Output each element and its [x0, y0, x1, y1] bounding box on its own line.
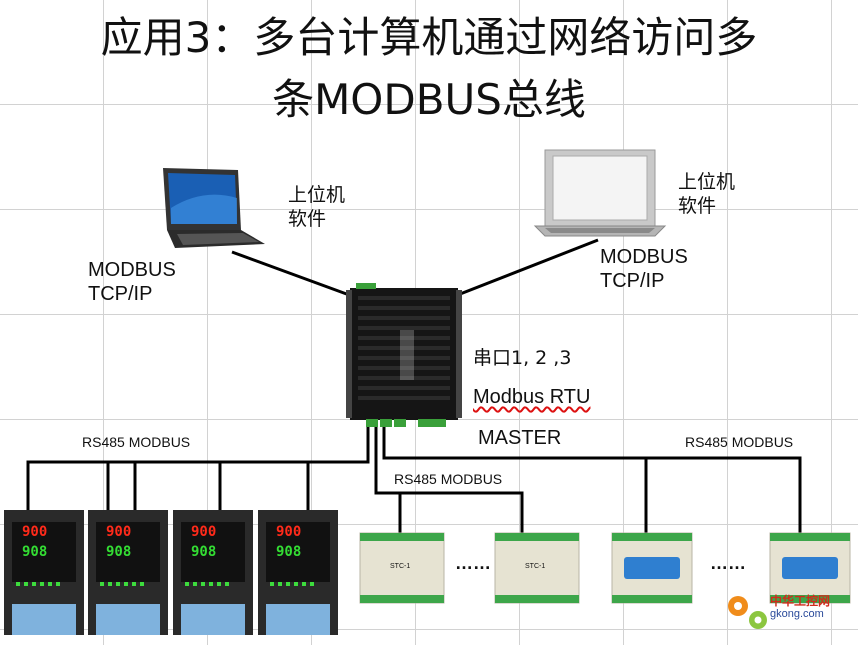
- gateway-mode-label: Modbus RTU: [473, 386, 591, 408]
- connection-lines: [26, 238, 802, 535]
- gear-icon: [728, 596, 748, 616]
- gateway-ports-label: 串口1, 2 ,3: [473, 347, 572, 369]
- controller-1-sv: 908: [22, 544, 48, 560]
- controller-2: [88, 510, 168, 635]
- left-pc-protocol-label: MODBUS TCP/IP: [88, 259, 176, 305]
- gateway-device: [346, 283, 462, 427]
- modules-ellipsis-1: ……: [455, 553, 491, 573]
- controller-1: [4, 510, 84, 635]
- controller-4-sv: 908: [276, 544, 302, 560]
- io-module-1-label: STC-1: [390, 563, 411, 570]
- io-module-2: [494, 532, 580, 604]
- io-modules: [359, 532, 851, 604]
- controller-3-sv: 908: [191, 544, 217, 560]
- watermark-name: 中华工控网: [770, 594, 831, 608]
- link-left-pc: [231, 250, 353, 298]
- bus-right: [382, 425, 802, 535]
- modules-ellipsis-2: ……: [710, 553, 746, 573]
- link-right-pc: [454, 238, 599, 298]
- controller-4: [258, 510, 338, 635]
- io-module-4: [769, 532, 851, 604]
- controller-1-pv: 900: [22, 524, 48, 540]
- gateway-role-label: MASTER: [478, 427, 562, 449]
- bus-middle: [374, 425, 524, 535]
- right-pc-protocol-label: MODBUS TCP/IP: [600, 246, 688, 292]
- title-line-2: 条MODBUS总线: [272, 75, 586, 124]
- temperature-controllers: [4, 510, 338, 635]
- io-module-1: [359, 532, 445, 604]
- bus-right-label: RS485 MODBUS: [685, 434, 794, 450]
- controller-3-pv: 900: [191, 524, 217, 540]
- bus-left: [26, 425, 370, 512]
- bus-middle-label: RS485 MODBUS: [394, 471, 503, 487]
- io-module-3: [611, 532, 693, 604]
- controller-4-pv: 900: [276, 524, 302, 540]
- watermark-url: gkong.com: [770, 608, 824, 620]
- watermark-logo: 中华工控网 gkong.com: [722, 586, 852, 636]
- io-module-2-label: STC-1: [525, 563, 546, 570]
- left-laptop: [163, 168, 265, 248]
- bus-left-label: RS485 MODBUS: [82, 434, 191, 450]
- controller-2-sv: 908: [106, 544, 132, 560]
- right-laptop: [533, 149, 667, 237]
- controller-3: [173, 510, 253, 635]
- left-pc-software-label: 上位机 软件: [288, 184, 346, 230]
- controller-2-pv: 900: [106, 524, 132, 540]
- title-line-1: 应用3：多台计算机通过网络访问多: [100, 13, 758, 62]
- right-pc-software-label: 上位机 软件: [678, 171, 736, 217]
